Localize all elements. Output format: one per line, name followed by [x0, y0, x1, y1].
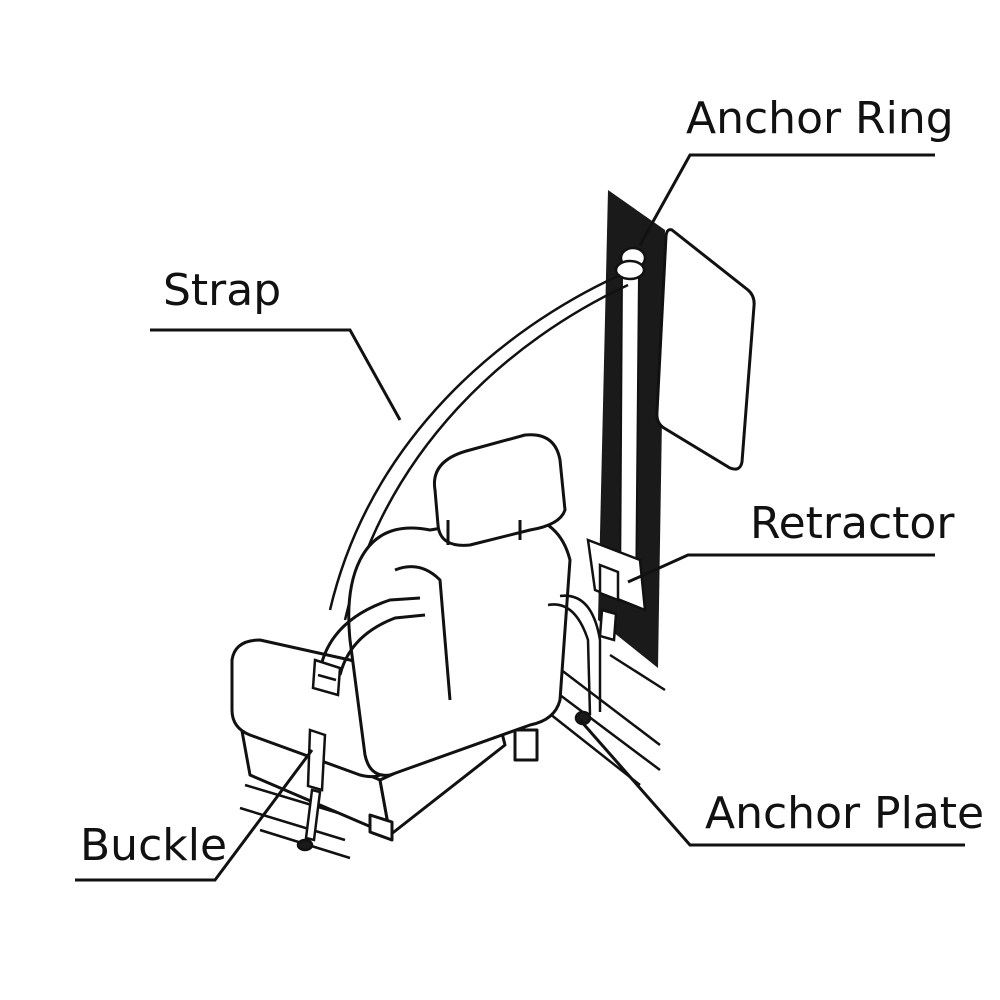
b-pillar — [598, 190, 665, 668]
buckle-stalk — [296, 728, 327, 852]
window-panel — [655, 228, 756, 471]
leader-lines — [75, 153, 965, 882]
retractor — [586, 538, 647, 642]
label-buckle: Buckle — [80, 820, 227, 871]
anchor-ring — [614, 246, 647, 281]
label-retractor: Retractor — [750, 498, 955, 549]
lap-anchor — [311, 658, 342, 697]
label-anchor-ring: Anchor Ring — [686, 93, 954, 144]
label-strap: Strap — [163, 265, 281, 316]
label-anchor-plate: Anchor Plate — [705, 788, 984, 839]
